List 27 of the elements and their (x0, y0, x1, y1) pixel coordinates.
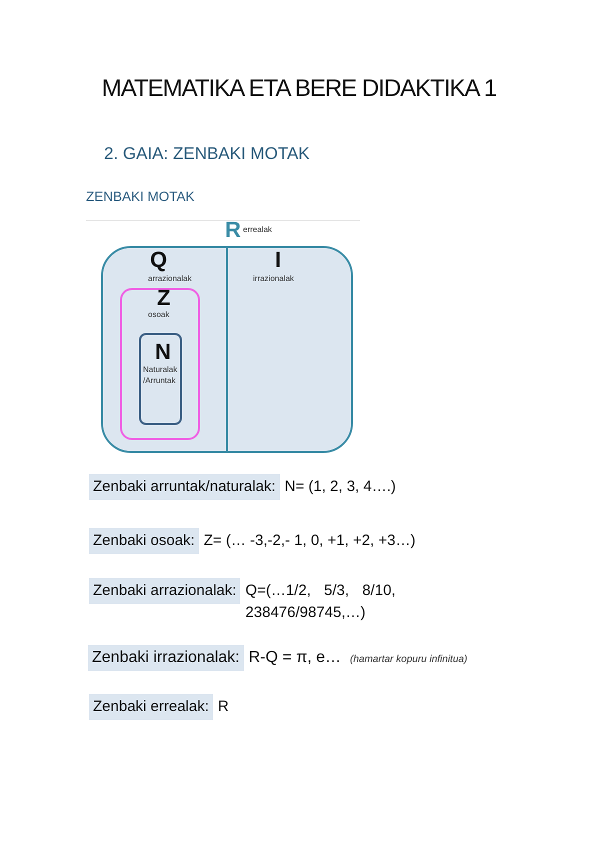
highlighted-term: Zenbaki osoak: (89, 528, 199, 554)
set-region (226, 248, 351, 451)
set-box (120, 288, 200, 440)
set-box (139, 333, 182, 425)
subsection-heading: ZENBAKI MOTAK (86, 190, 195, 204)
set-definition: R-Q = π, e… (248, 649, 342, 666)
highlighted-term: Zenbaki arruntak/naturalak: (89, 474, 280, 500)
set-definition: Z= (… -3,-2,- 1, 0, +1, +2, +3…) (204, 532, 416, 549)
set-name: errealak (243, 224, 272, 235)
set-symbol: R (225, 219, 241, 241)
set-symbol: Z (157, 287, 170, 309)
highlighted-term: Zenbaki irrazionalak: (88, 645, 244, 671)
highlighted-term: Zenbaki errealak: (89, 694, 213, 720)
set-definition: Q=(…1/2, 5/3, 8/10, 238476/98745,…) (245, 581, 397, 623)
page-title: MATEMATIKA ETA BERE DIDAKTIKA 1 (102, 77, 496, 101)
set-name: arrazionalak (148, 273, 192, 284)
set-name: irrazionalak (253, 273, 294, 284)
set-definition: N= (1, 2, 3, 4….) (284, 478, 396, 495)
set-symbol: N (155, 341, 171, 363)
section-heading: 2. GAIA: ZENBAKI MOTAK (104, 145, 310, 162)
highlighted-term: Zenbaki arrazionalak: (89, 578, 240, 604)
set-symbol: I (275, 249, 282, 271)
set-symbol: Q (150, 249, 168, 271)
set-name: Naturalak /Arruntak (143, 364, 178, 386)
set-name: osoak (148, 309, 170, 320)
set-definition: R (218, 698, 229, 715)
note-text: (hamartar kopuru infinitua) (350, 654, 468, 665)
